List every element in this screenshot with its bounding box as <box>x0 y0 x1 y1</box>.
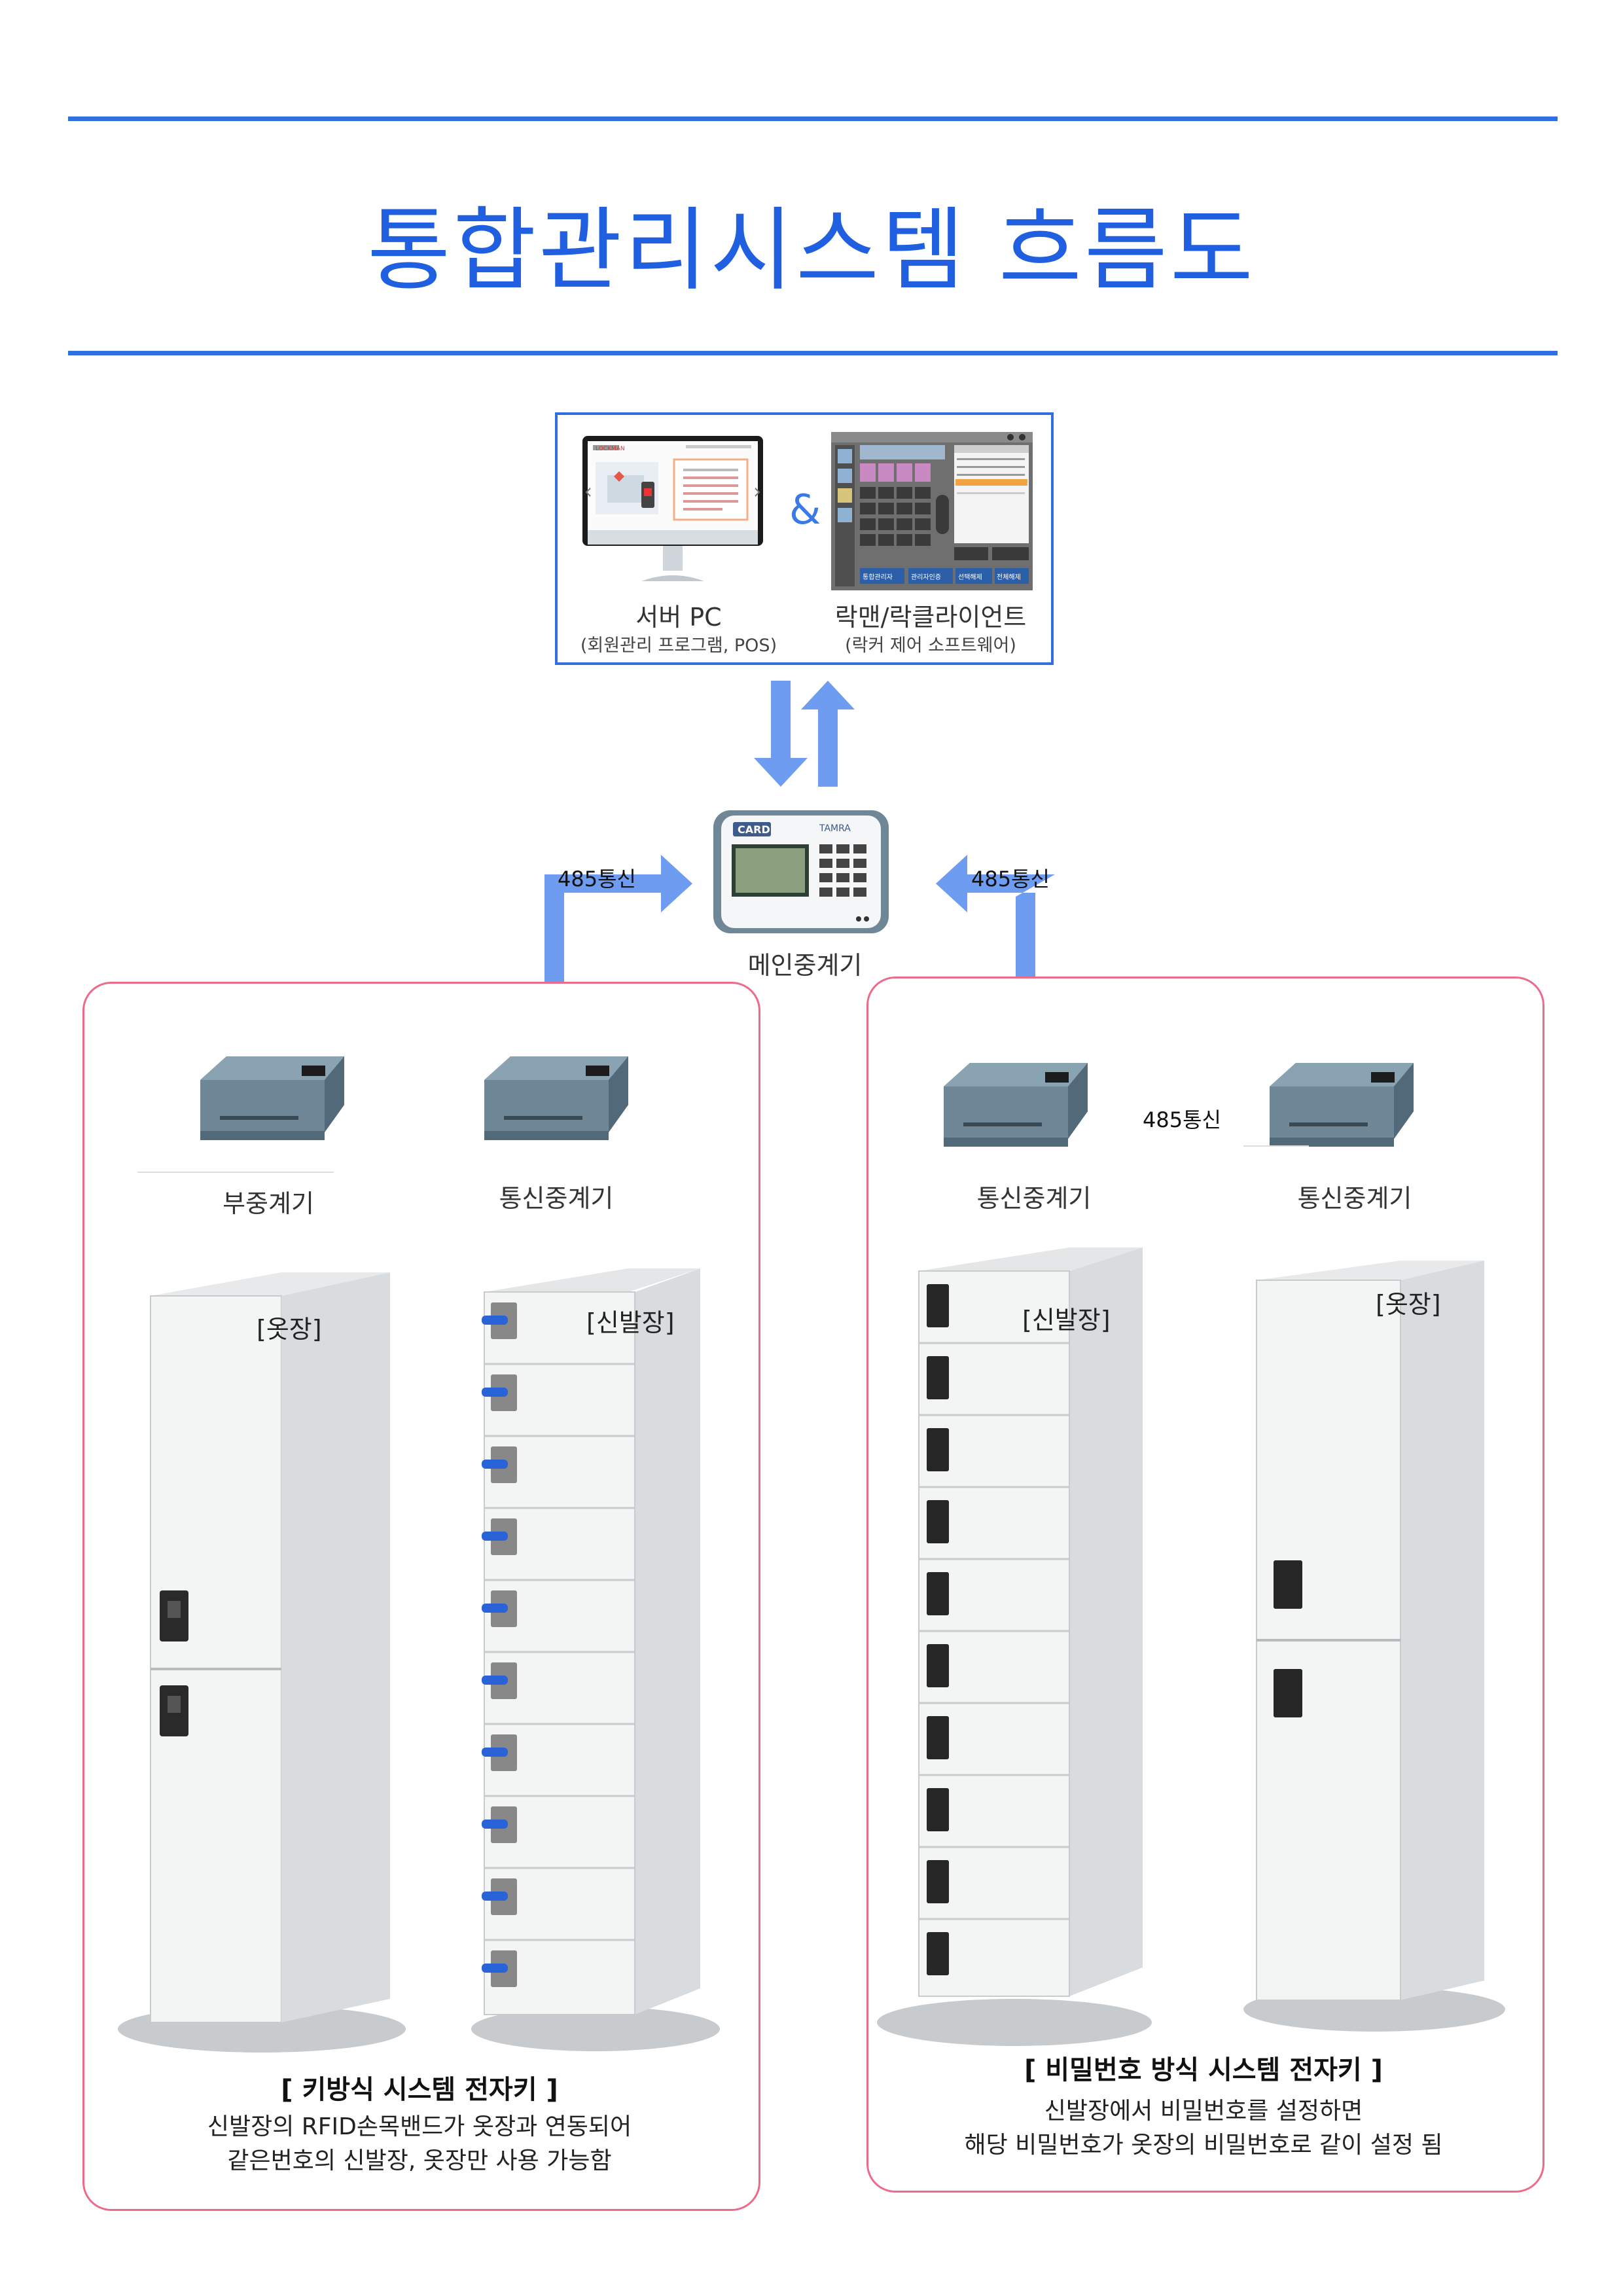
server-pc-sub: (회원관리 프로그램, POS) <box>580 636 777 656</box>
comm-relay-right-2-icon <box>1270 1063 1414 1147</box>
key-system-desc-1: 신발장의 RFID손목밴드가 옷장과 연동되어 <box>207 2113 632 2140</box>
client-btn-left: 통합관리자 <box>863 573 893 581</box>
main-relay-brand: TAMRA <box>819 823 851 834</box>
wardrobe-tag-left: [옷장] <box>257 1315 322 1344</box>
shoe-tag-right: [신발장] <box>1022 1306 1111 1335</box>
shoe-tag-left: [신발장] <box>586 1308 675 1337</box>
comm-relay-right-2-shadow <box>1243 1145 1309 1147</box>
arrow-down-to-relay <box>754 681 808 787</box>
monitor-icon: LOCKMAN <box>582 436 763 581</box>
client-label: 락맨/락클라이언트 <box>834 603 1027 632</box>
password-system-desc-2: 해당 비밀번호가 옷장의 비밀번호로 같이 설정 됨 <box>964 2132 1443 2159</box>
comm-label-left: 485통신 <box>558 867 636 891</box>
comm-label-relays: 485통신 <box>1143 1107 1221 1132</box>
comm-relay-right-1-icon <box>944 1063 1088 1147</box>
key-system-title: [ 키방식 시스템 전자키 ] <box>281 2075 558 2105</box>
client-sub: (락커 제어 소프트웨어) <box>845 636 1016 656</box>
comm-relay-left-label: 통신중계기 <box>499 1184 614 1213</box>
password-system-desc-1: 신발장에서 비밀번호를 설정하면 <box>1044 2098 1363 2125</box>
server-pc-label: 서버 PC <box>635 603 722 632</box>
wardrobe-tag-right: [옷장] <box>1376 1290 1441 1319</box>
sub-relay-label: 부중계기 <box>223 1189 314 1218</box>
comm-label-right: 485통신 <box>971 867 1050 891</box>
touch-panel-icon: 통합관리자 관리자인증 선택해제 전체해제 <box>831 432 1033 590</box>
shoe-locker-password-icon <box>877 1247 1152 2046</box>
client-btn-mid: 관리자인증 <box>911 573 941 581</box>
wardrobe-password-icon <box>1243 1261 1505 2032</box>
monitor-brand: LOCKMAN <box>596 446 625 452</box>
arrow-up-to-software <box>801 681 855 787</box>
bottom-rule <box>68 351 1558 355</box>
main-relay-card-text: CARD <box>738 823 770 836</box>
client-btn-r2: 전체해제 <box>997 573 1021 581</box>
wardrobe-key-icon <box>118 1272 406 2053</box>
comm-relay-right-1-label: 통신중계기 <box>976 1184 1092 1213</box>
shoe-locker-key-icon <box>471 1268 720 2051</box>
sub-relay-shadow <box>137 1172 334 1173</box>
main-relay-terminal-icon: CARD TAMRA <box>713 810 889 933</box>
key-system-desc-2: 같은번호의 신발장, 옷장만 사용 가능함 <box>227 2147 612 2174</box>
comm-relay-left-icon <box>484 1056 628 1140</box>
main-relay-label: 메인중계기 <box>747 951 863 980</box>
top-rule <box>68 117 1558 121</box>
sub-relay-icon <box>200 1056 344 1140</box>
comm-relay-right-2-label: 통신중계기 <box>1297 1184 1412 1213</box>
top-software-box: LOCKMAN & 통합관리자 <box>555 412 1054 665</box>
ampersand: & <box>789 486 821 533</box>
page-title: 통합관리시스템 흐름도 <box>367 198 1256 303</box>
password-system-title: [ 비밀번호 방식 시스템 전자키 ] <box>1024 2055 1383 2085</box>
client-btn-r1: 선택해제 <box>958 573 982 581</box>
